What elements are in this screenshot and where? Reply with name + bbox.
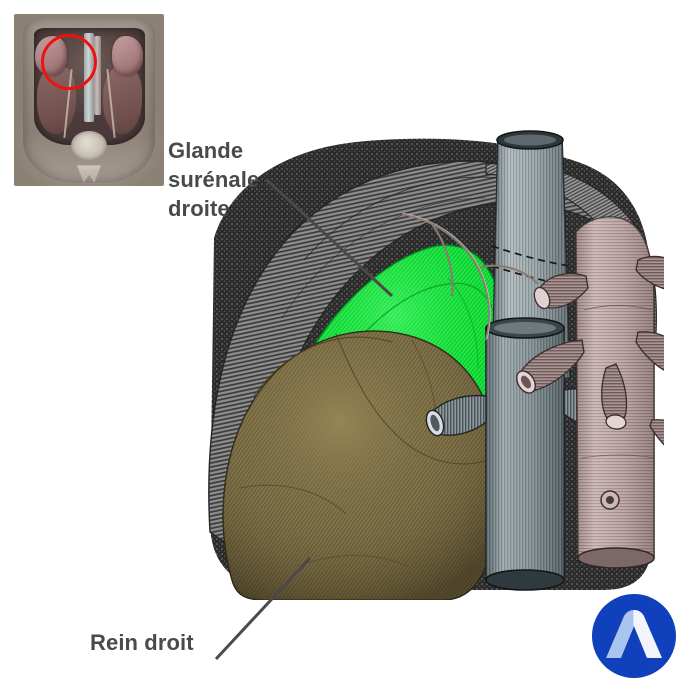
logo-right-stroke <box>633 610 662 658</box>
logo-circle <box>592 594 676 678</box>
label-glande-surrenale-droite: Glande surénale droite <box>168 136 298 223</box>
aorta-thumb <box>93 36 101 116</box>
label-line-2: surénale <box>168 167 260 192</box>
label-line-3: droite <box>168 196 230 221</box>
pelvis-thumb <box>77 165 101 183</box>
label-line-1: Rein droit <box>90 630 194 655</box>
highlight-circle-icon <box>41 34 97 90</box>
anatomy-logo[interactable] <box>590 592 678 680</box>
logo-left-stroke <box>606 610 635 658</box>
suprarenal-vessels <box>401 212 539 341</box>
bladder-thumb <box>71 130 107 161</box>
abdominal-aorta <box>516 216 664 569</box>
kidney-right <box>222 330 502 600</box>
suprarenal-vessels-highlight <box>402 212 491 340</box>
thumbnail-image <box>14 14 164 186</box>
kidney-left-thumb <box>111 36 143 76</box>
label-rein-droit: Rein droit <box>90 630 194 656</box>
label-line-1: Glande <box>168 138 244 163</box>
locator-thumbnail[interactable] <box>14 14 164 186</box>
